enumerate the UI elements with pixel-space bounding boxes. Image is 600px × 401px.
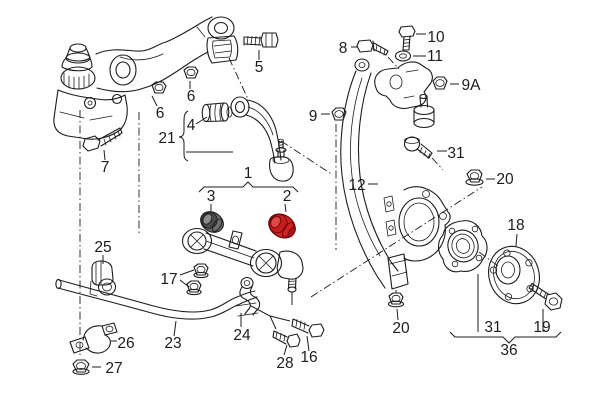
callout-18[interactable]: 18 — [507, 217, 524, 234]
bolt-28 — [272, 330, 301, 348]
callout-5[interactable]: 5 — [255, 59, 264, 76]
callout-31b[interactable]: 31 — [484, 319, 501, 336]
callout-19[interactable]: 19 — [533, 319, 550, 336]
callout-25[interactable]: 25 — [94, 239, 111, 256]
callout-labels: 1 2 3 4 5 6 6 7 8 9 9A 10 11 12 16 17 18… — [94, 29, 550, 377]
callout-26[interactable]: 26 — [117, 335, 134, 352]
bracket-1-brace — [198, 181, 299, 193]
rubber-mounting-25 — [89, 260, 117, 297]
callout-3[interactable]: 3 — [207, 188, 216, 205]
callout-28[interactable]: 28 — [276, 355, 293, 372]
callout-1[interactable]: 1 — [244, 165, 253, 182]
callout-17[interactable]: 17 — [160, 271, 177, 288]
callout-9[interactable]: 9 — [309, 108, 318, 125]
callout-6b[interactable]: 6 — [187, 88, 196, 105]
callout-10[interactable]: 10 — [427, 29, 445, 46]
nuts-17 — [186, 263, 209, 296]
wheel-hub-18 — [488, 245, 540, 305]
clamp-bracket-26 — [69, 322, 118, 354]
stabilizer-bar — [55, 278, 258, 320]
nut-6a — [151, 81, 167, 94]
bracket-21-brace — [178, 110, 189, 162]
callout-11[interactable]: 11 — [427, 48, 443, 65]
callout-31a[interactable]: 31 — [447, 145, 464, 162]
nut-20-bottom — [387, 292, 405, 308]
washer-11 — [394, 50, 412, 62]
nut-9A — [432, 76, 448, 90]
nut-9 — [331, 107, 347, 121]
bolt-19 — [528, 282, 563, 311]
callout-27[interactable]: 27 — [105, 360, 122, 377]
callout-2[interactable]: 2 — [283, 188, 292, 205]
wheel-bearing-31 — [437, 220, 488, 273]
bolt-5 — [243, 32, 279, 48]
bushing-2-highlighted — [268, 213, 296, 239]
callout-9A[interactable]: 9A — [462, 77, 482, 94]
callout-16[interactable]: 16 — [300, 349, 317, 366]
callout-21[interactable]: 21 — [158, 130, 175, 147]
bolt-7 — [82, 127, 123, 152]
nut-6b — [183, 66, 199, 79]
callout-24[interactable]: 24 — [233, 327, 251, 344]
callout-8[interactable]: 8 — [339, 40, 348, 57]
nut-27 — [72, 359, 90, 375]
wheel-bearing-housing-12 — [340, 58, 451, 290]
bolt-31-top — [403, 136, 433, 159]
bracket-36-brace — [449, 331, 562, 344]
callout-20a[interactable]: 20 — [496, 171, 514, 188]
bolt-10 — [398, 25, 416, 51]
callout-6a[interactable]: 6 — [156, 105, 165, 122]
bolt-16 — [291, 318, 325, 338]
callout-7[interactable]: 7 — [101, 159, 110, 176]
leader-lines — [92, 33, 544, 368]
coupling-link-24 — [235, 276, 261, 317]
upper-link-arm — [230, 96, 294, 182]
callout-12[interactable]: 12 — [348, 177, 365, 194]
nut-20-top — [465, 169, 484, 186]
callout-4[interactable]: 4 — [187, 117, 196, 134]
callout-36[interactable]: 36 — [500, 342, 517, 359]
callout-23[interactable]: 23 — [164, 335, 181, 352]
bolt-8 — [356, 39, 389, 56]
bushing-4 — [201, 102, 233, 123]
lower-control-arm — [181, 227, 304, 293]
subframe — [53, 16, 239, 140]
bushing-3 — [200, 211, 224, 233]
group-brackets — [178, 110, 562, 344]
callout-20b[interactable]: 20 — [392, 320, 410, 337]
